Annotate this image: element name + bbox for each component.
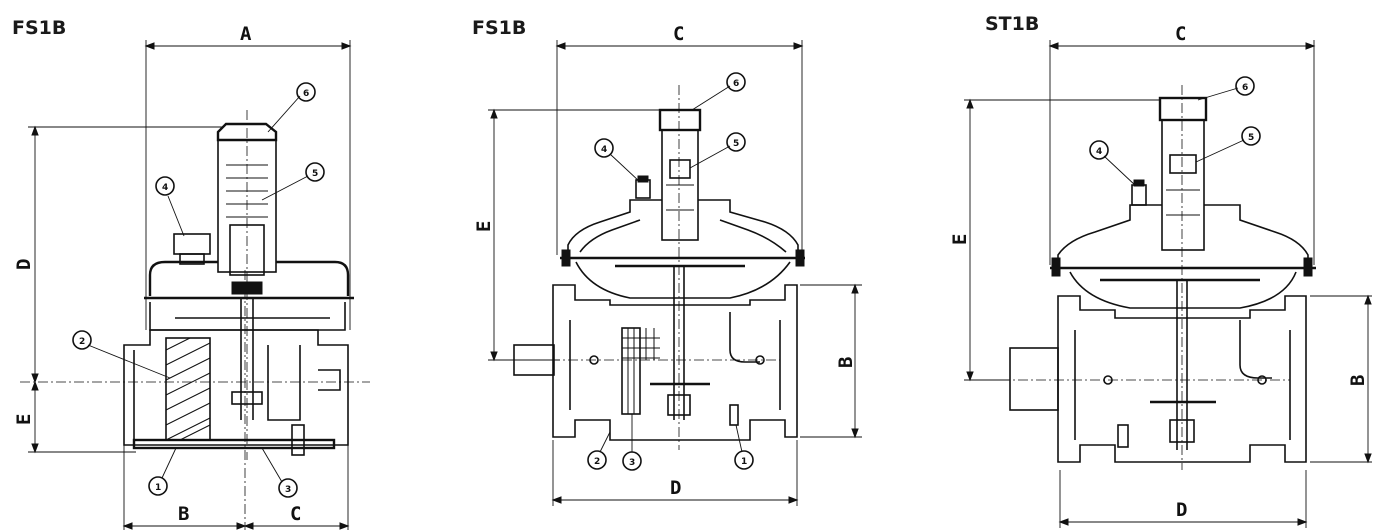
svg-text:5: 5: [312, 169, 318, 179]
dim-label-c: C: [290, 503, 301, 525]
view-st1b-right: ST1B C E B: [949, 13, 1372, 528]
dim-label-e: E: [473, 221, 495, 232]
dimension-b: B: [800, 283, 862, 439]
dim-label-d: D: [1176, 499, 1187, 521]
callout-4: 4: [155, 176, 185, 237]
callout-5: 5: [689, 132, 746, 169]
dimension-d: D: [1058, 470, 1308, 528]
svg-text:3: 3: [629, 458, 635, 468]
callout-2: 2: [587, 431, 611, 470]
svg-text:6: 6: [733, 79, 739, 89]
svg-text:3: 3: [285, 485, 291, 495]
callout-1: 1: [734, 424, 754, 470]
callout-3: 3: [622, 414, 642, 471]
view-fs1b-middle: FS1B C E B: [472, 17, 862, 506]
dimension-e: E: [949, 98, 1290, 382]
callout-1: 1: [148, 447, 177, 496]
svg-text:6: 6: [1242, 83, 1248, 93]
dim-label-c: C: [1175, 23, 1186, 45]
dim-label-e: E: [13, 414, 35, 425]
view-title: FS1B: [12, 17, 66, 39]
dimension-b: B: [1310, 294, 1372, 464]
svg-text:4: 4: [162, 183, 168, 193]
callout-4: 4: [594, 138, 641, 183]
svg-text:5: 5: [1248, 133, 1254, 143]
dimension-e: E: [473, 108, 780, 362]
filter-hatching: [165, 337, 211, 441]
svg-text:6: 6: [303, 89, 309, 99]
svg-text:2: 2: [594, 457, 600, 467]
dim-label-b: B: [178, 503, 189, 525]
callout-6: 6: [1197, 76, 1255, 101]
dimension-c: C: [555, 23, 804, 255]
regulator-body: [123, 110, 354, 460]
view-title: FS1B: [472, 17, 526, 39]
dimension-e: E: [13, 380, 370, 454]
regulator-body: [1009, 85, 1316, 470]
svg-text:4: 4: [1096, 147, 1102, 157]
dim-label-a: A: [240, 23, 252, 45]
regulator-body: [513, 85, 805, 450]
dim-label-d: D: [13, 259, 35, 270]
dimension-a: A: [144, 23, 352, 330]
filter-grid: [622, 328, 660, 414]
callout-4: 4: [1089, 140, 1137, 187]
view-fs1b-left: FS1B A D E: [12, 17, 370, 530]
dimension-d: D: [13, 125, 222, 384]
callout-5: 5: [1195, 126, 1261, 163]
view-title: ST1B: [985, 13, 1039, 35]
callout-3: 3: [261, 447, 298, 498]
callout-5: 5: [261, 162, 325, 201]
svg-text:2: 2: [79, 337, 85, 347]
dimension-c: C: [1048, 23, 1316, 265]
svg-text:5: 5: [733, 139, 739, 149]
svg-text:1: 1: [155, 483, 161, 493]
dim-label-b: B: [1347, 375, 1369, 386]
callout-2: 2: [72, 330, 171, 379]
callout-6: 6: [691, 72, 746, 111]
dim-label-c: C: [673, 23, 684, 45]
dim-label-d: D: [670, 477, 681, 499]
svg-text:4: 4: [601, 145, 607, 155]
dim-label-e: E: [949, 234, 971, 245]
callout-6: 6: [267, 82, 316, 133]
svg-text:1: 1: [741, 457, 747, 467]
dim-label-b: B: [835, 357, 857, 368]
dimension-d: D: [551, 440, 799, 506]
